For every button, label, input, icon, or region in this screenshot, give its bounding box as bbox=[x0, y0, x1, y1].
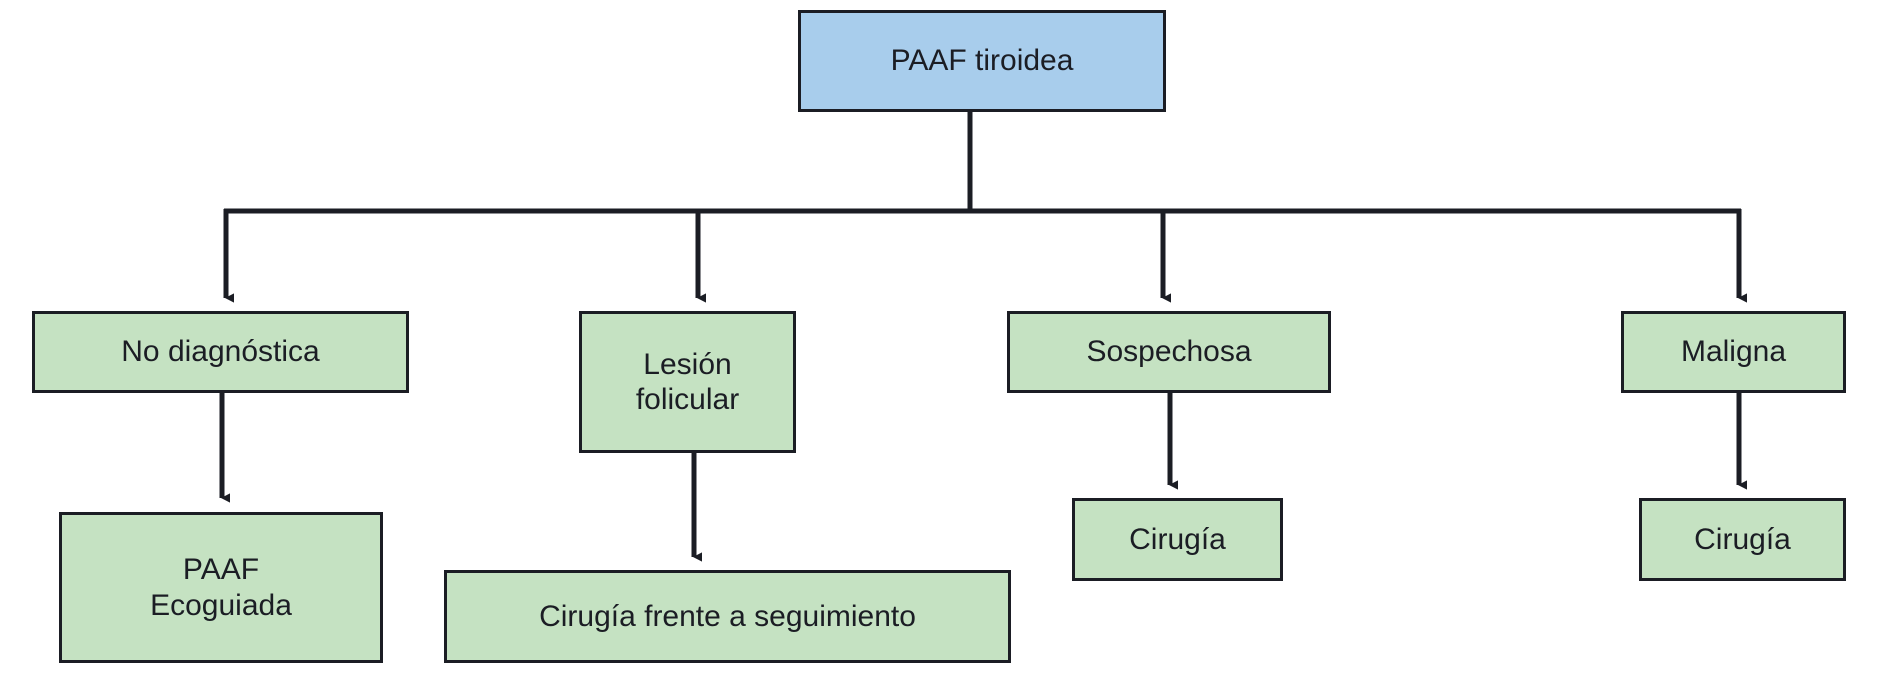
node-cirugia-frente-a-seguimiento[interactable]: Cirugía frente a seguimiento bbox=[444, 570, 1011, 663]
node-lesion-folicular[interactable]: Lesión folicular bbox=[579, 311, 796, 453]
node-sospechosa[interactable]: Sospechosa bbox=[1007, 311, 1331, 393]
node-paaf-tiroidea[interactable]: PAAF tiroidea bbox=[798, 10, 1166, 112]
node-paaf-ecoguiada[interactable]: PAAF Ecoguiada bbox=[59, 512, 383, 663]
node-cirugia-sospechosa[interactable]: Cirugía bbox=[1072, 498, 1283, 581]
node-no-diagnostica[interactable]: No diagnóstica bbox=[32, 311, 409, 393]
node-cirugia-maligna[interactable]: Cirugía bbox=[1639, 498, 1846, 581]
node-maligna[interactable]: Maligna bbox=[1621, 311, 1846, 393]
